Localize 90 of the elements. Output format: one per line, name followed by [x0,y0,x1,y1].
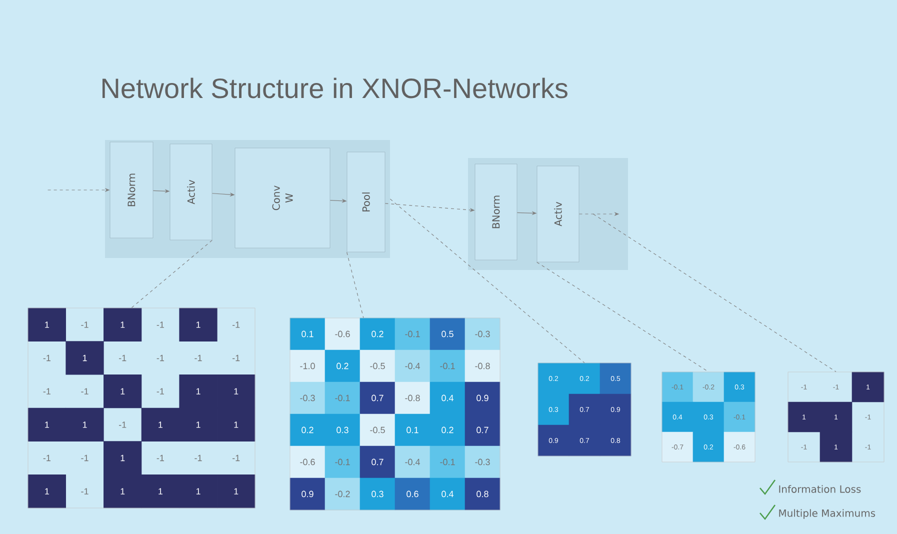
leader-line [592,214,836,372]
matrix-cell: -1 [194,354,202,362]
matrix-cell: 0.2 [290,414,326,446]
matrix-cell: 0.6 [394,478,430,510]
matrix-cell: -1 [156,388,164,394]
matrix-cell: 1 [104,441,142,475]
matrix-cell: -0.1 [324,382,360,414]
matrix-cell: 0.1 [290,318,326,350]
matrix-cell: 1 [179,308,218,342]
leader-line [131,240,212,308]
matrix-cell: -0.1 [324,446,360,478]
matrix-cell: 0.5 [430,318,466,350]
matrix-cell: -1 [43,454,50,462]
matrix-cell: -1 [119,422,126,428]
matrix-cell: -0.5 [360,350,396,382]
matrix-cell: 0.9 [290,478,326,510]
checklist-item: Multiple Maximums [779,509,876,519]
matrix-cell: 1 [28,308,66,342]
layer-box: Activ [170,144,212,240]
matrix-cell: -1 [232,354,240,362]
checklist-item: Information Loss [779,485,861,493]
matrix-cell: -1 [81,388,88,394]
matrix-cell: 0.7 [360,382,396,414]
leader-line [536,262,709,372]
matrix-cell: -0.4 [394,350,430,382]
matrix-cell: -1 [156,454,164,462]
matrix-cell: -1 [81,454,88,462]
matrix-cell: -0.5 [360,414,396,446]
matrix-cell: 0.2 [430,414,466,446]
matrix-cell: 1 [66,341,104,375]
matrix-cell: -1 [119,354,126,362]
matrix-cell: 1 [28,408,66,442]
matrix-cell: 1 [28,474,66,508]
matrix-cell: 1 [217,408,256,442]
matrix-cell: 0.2 [324,350,360,382]
matrix-cell: -1 [156,322,164,328]
matrix-cell: -1 [81,488,88,494]
matrix-cell: 1 [141,408,180,442]
leader-line [390,198,585,364]
matrix-cell: 1 [217,474,256,508]
title: Network Structure in XNOR-Networks [102,78,568,98]
matrix-cell: 1 [104,308,142,342]
matrix [538,362,632,456]
matrix-cell: -1.0 [290,350,326,382]
matrix [788,372,884,462]
matrix-cell: -0.4 [394,446,430,478]
matrix-cell: -0.1 [430,446,466,478]
matrix-cell: 1 [217,374,256,408]
matrix-cell: -0.6 [290,446,326,478]
matrix-cell: 0.3 [324,414,360,446]
matrix-cell: 1 [141,474,180,508]
matrix-cell: 1 [104,374,142,408]
layer-box: Conv W [234,148,330,248]
matrix [28,308,256,508]
matrix-cell: 1 [66,408,104,442]
matrix-cell: -1 [43,388,50,394]
layer-box: BNorm [474,164,518,260]
matrix-cell: 1 [104,474,142,508]
matrix [662,372,756,462]
matrix-cell: -0.1 [394,318,430,350]
matrix-cell: -1 [232,322,240,328]
matrix-cell: -1 [156,354,164,362]
matrix-cell: -1 [232,454,240,462]
matrix-cell: -0.1 [430,350,466,382]
matrix-cell: 0.2 [360,318,396,350]
matrix-cell: -0.8 [464,350,500,382]
matrix [290,318,500,510]
leader-line [346,252,364,318]
matrix-cell: 0.7 [360,446,396,478]
matrix-cell: 0.7 [464,414,500,446]
layer-box: Pool [346,152,386,252]
layer-box: Activ [536,166,580,262]
matrix-cell: -1 [194,454,202,462]
matrix-cell: 0.4 [430,478,466,510]
matrix-cell: 1 [179,374,218,408]
matrix-cell: 0.4 [430,382,466,414]
matrix-cell: -0.3 [464,318,500,350]
matrix-cell: -0.3 [464,446,500,478]
matrix-cell: 0.3 [360,478,396,510]
matrix-cell: -0.2 [324,478,360,510]
matrix-cell: 1 [179,474,218,508]
matrix-cell: 1 [179,408,218,442]
matrix-cell: 0.1 [394,414,430,446]
matrix-cell: -0.8 [394,382,430,414]
matrix-cell: -0.6 [324,318,360,350]
matrix-cell: -1 [43,354,50,362]
matrix-cell: -0.3 [290,382,326,414]
matrix-cell: -1 [81,322,88,328]
layer-box: BNorm [110,142,154,238]
matrix-cell: 0.9 [464,382,500,414]
